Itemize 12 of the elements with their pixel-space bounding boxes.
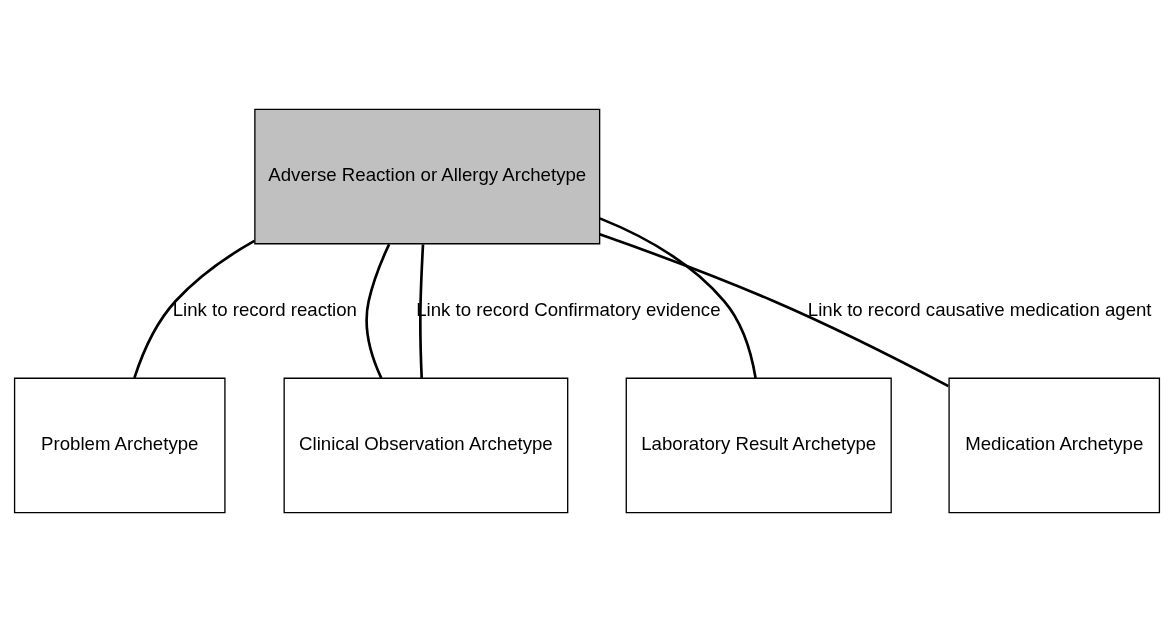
node-box: Medication Archetype [948, 377, 1161, 514]
node-box: Clinical Observation Archetype [283, 377, 569, 514]
connector [419, 244, 425, 378]
connector [133, 239, 256, 379]
connector [599, 217, 757, 379]
node-box: Adverse Reaction or Allergy Archetype [254, 108, 601, 245]
connector [599, 233, 950, 388]
edge-label: Link to record reaction [172, 298, 357, 320]
node-box: Laboratory Result Archetype [625, 377, 892, 514]
connector [365, 243, 391, 379]
edge-label: Link to record causative medication agent [807, 298, 1152, 320]
node-box: Problem Archetype [13, 377, 226, 514]
